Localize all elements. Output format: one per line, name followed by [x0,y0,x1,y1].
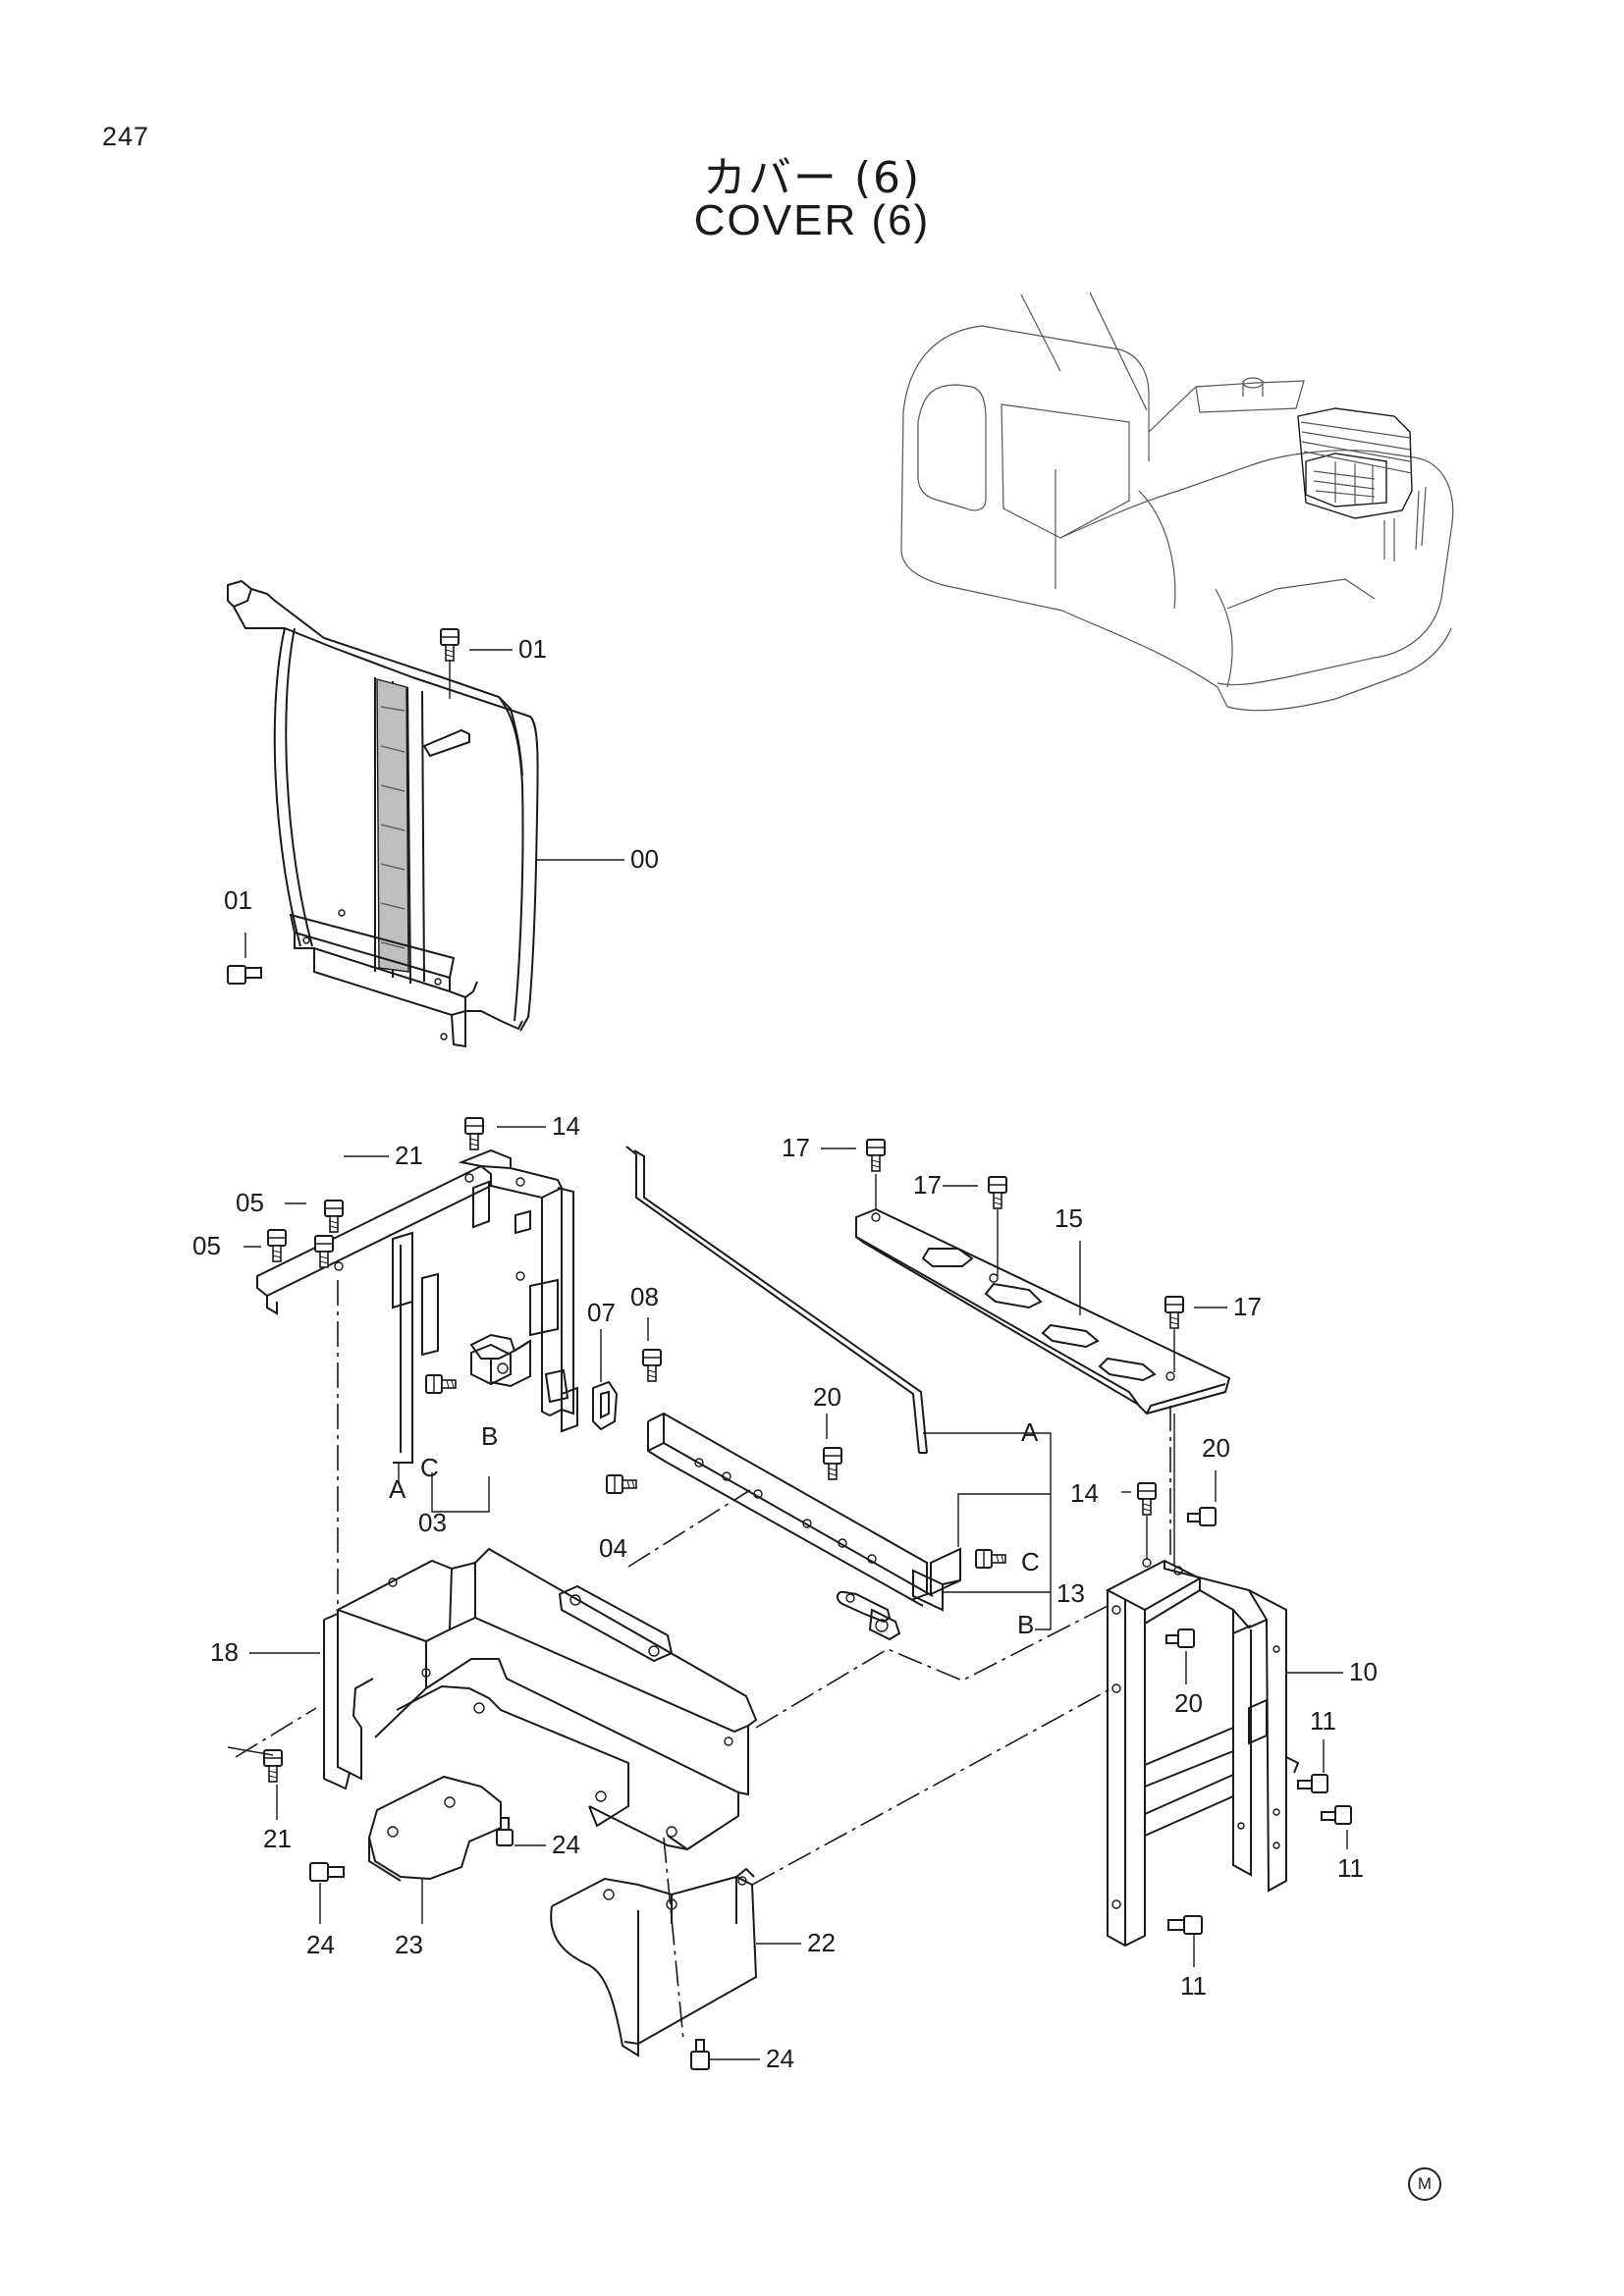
part-17-bolt-icon [866,1139,886,1172]
part-05-bolt-icon [314,1235,334,1268]
callout-13-letter-B: B [1017,1610,1034,1639]
callout-21-lower: 21 [263,1824,292,1853]
page-title-english: COVER (6) [693,196,931,244]
callout-17: 17 [782,1133,810,1162]
callout-labels: 01 00 01 14 21 05 05 07 08 B C A 03 04 2… [192,634,1378,2073]
callout-00: 00 [630,844,659,874]
part-14-bolt-icon [464,1117,484,1150]
callout-24-left: 24 [306,1930,335,1959]
part-24-bolt-center [496,1817,514,1846]
callout-23: 23 [395,1930,423,1959]
callout-01: 01 [518,634,547,664]
excavator-overview [900,292,1454,712]
callout-05-lower: 05 [192,1231,221,1260]
part-14-bolt-icon [1137,1482,1157,1516]
reference-brackets [398,1432,1052,1630]
part-24-bolt-23 [309,1862,345,1882]
part-00-grille-cover [227,579,539,1048]
part-21-bolt-icon [324,1200,344,1233]
callout-20-lower: 20 [1174,1688,1203,1718]
callout-14: 14 [552,1111,580,1141]
callout-08: 08 [630,1282,659,1311]
callout-20-right: 20 [1202,1433,1230,1463]
part-01-bolt-lower [227,965,262,985]
callout-20: 20 [813,1382,841,1412]
callout-03: 03 [418,1508,447,1537]
part-22-cover [550,1867,758,2057]
callout-18: 18 [210,1637,239,1667]
callout-10: 10 [1349,1657,1378,1686]
callout-04: 04 [599,1533,627,1563]
callout-24-bottom: 24 [766,2044,794,2073]
callout-17-mid: 17 [913,1170,942,1200]
callout-15: 15 [1055,1203,1083,1233]
part-17-bolt-icon [988,1176,1007,1209]
callout-13-letter-A: A [1021,1417,1039,1447]
callout-11-right: 11 [1337,1853,1364,1883]
callout-03-letter-B: B [481,1421,498,1451]
callout-leaders [244,649,1348,2060]
callout-17-right: 17 [1233,1292,1262,1321]
callout-14-right: 14 [1070,1478,1099,1508]
part-10-frame [1105,1558,1300,1948]
part-15-plate [855,1207,1231,1415]
callout-22: 22 [807,1928,836,1957]
callout-11-bottom: 11 [1180,1971,1207,2001]
part-20-bolt-icon [823,1447,842,1480]
callout-07: 07 [587,1298,616,1327]
part-18-tray [323,1547,758,1851]
part-03-bracket-assembly [256,1148,574,1464]
callout-13-letter-C: C [1021,1547,1040,1576]
part-05-bolt-icon [267,1229,287,1262]
part-13-hook-clip [837,1590,901,1641]
page-number: 247 [102,122,150,151]
part-08-nut-icon [642,1349,662,1382]
part-01-bolt-icon [440,628,460,662]
callout-11: 11 [1310,1706,1336,1735]
part-13-channel-beam [647,1412,961,1612]
leader-line [227,1746,274,1756]
callout-05: 05 [236,1188,264,1217]
part-13-bolt-icon [975,1549,1006,1569]
part-11-bolt [1167,1774,1352,1935]
long-rod [625,1146,928,1454]
callout-21: 21 [395,1141,423,1170]
callout-03-letter-C: C [420,1453,439,1482]
part-04-bolt-icon [606,1474,637,1494]
part-24-bolt-22 [690,2039,710,2070]
part-20-bolt-right [1187,1507,1217,1526]
center-lines [235,1280,1171,2041]
leader-line [1146,1414,1175,1567]
leader-line [875,1174,1175,1372]
callout-03-letter-A: A [389,1474,406,1504]
part-20-bolt-lower [1165,1629,1195,1648]
part-03-bolt-icon [425,1374,457,1394]
part-17-bolt-icon [1164,1296,1184,1329]
page-title-japanese: カバー (6) [702,153,922,203]
part-07-clip [561,1380,619,1433]
part-23-plate [367,1775,502,1882]
manufacturer-mark: M [1408,2167,1441,2201]
callout-13: 13 [1056,1578,1085,1608]
callout-24: 24 [552,1830,580,1859]
callout-01-lower: 01 [224,885,252,915]
part-03-clamp [470,1343,512,1386]
